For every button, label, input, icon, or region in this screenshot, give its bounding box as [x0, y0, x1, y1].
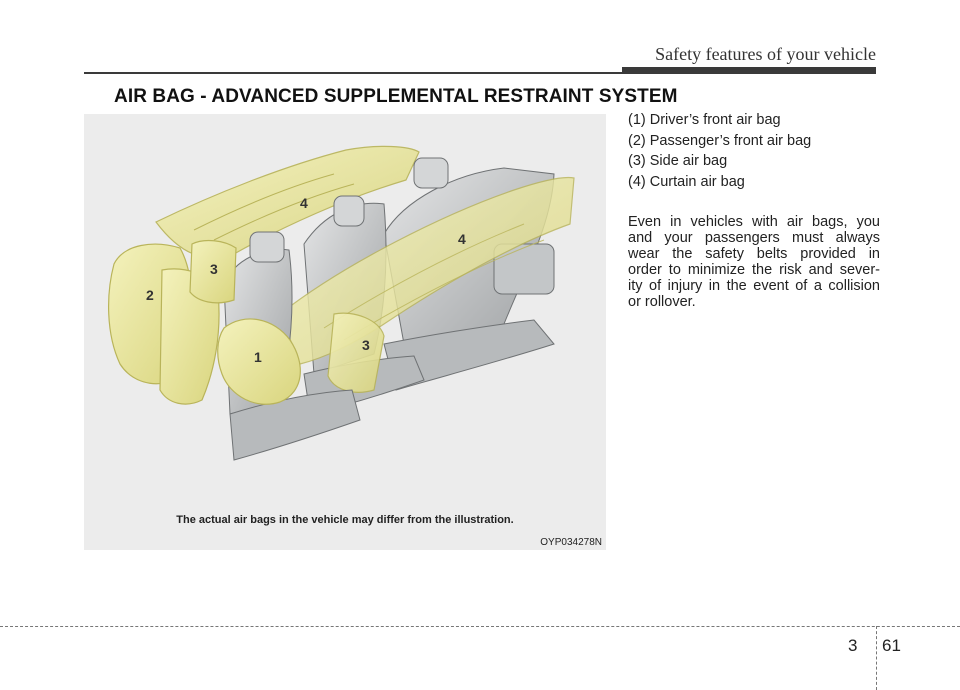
label-driver-airbag: 1 [254, 349, 262, 365]
airbag-illustration-drawing: 1 2 3 3 4 4 [108, 145, 575, 461]
section-title: AIR BAG - ADVANCED SUPPLEMENTAL RESTRAIN… [114, 86, 678, 107]
airbag-illustration: 1 2 3 3 4 4 The actual air bags in the v… [84, 114, 606, 550]
label-side-airbag-rear: 3 [362, 337, 370, 353]
label-passenger-airbag: 2 [146, 287, 154, 303]
label-curtain-airbag-rear: 4 [458, 231, 466, 247]
list-item: (1) Driver’s front air bag [628, 112, 781, 128]
chapter-number: 3 [848, 636, 858, 655]
driver-airbag [217, 318, 301, 405]
paragraph-line: ity of injury in the event of a collisio… [628, 278, 880, 294]
rear-seat-cushion [383, 319, 555, 391]
header-rule [84, 72, 876, 74]
side-airbag-front [189, 239, 237, 304]
footer-rule [0, 626, 960, 627]
side-airbag-rear [327, 312, 385, 393]
footer-divider [876, 626, 877, 690]
list-item: (4) Curtain air bag [628, 173, 745, 190]
paragraph-line: order to minimize the risk and sever- [628, 262, 880, 278]
header-rule-accent [622, 67, 876, 74]
safety-belt-paragraph: Even in vehicles with air bags, you and … [628, 214, 880, 310]
list-item: (2) Passenger’s front air bag [628, 132, 812, 149]
paragraph-line: Even in vehicles with air bags, you [628, 214, 880, 230]
figure-code: OYP034278N [540, 537, 602, 548]
paragraph-line: and your passengers must always [628, 230, 880, 246]
list-item: (3) Side air bag [628, 153, 728, 169]
label-curtain-airbag-front: 4 [300, 195, 308, 211]
label-side-airbag-front: 3 [210, 261, 218, 277]
figure-caption: The actual air bags in the vehicle may d… [176, 514, 514, 526]
paragraph-line: or rollover. [628, 294, 696, 310]
paragraph-line: wear the safety belts provided in [628, 246, 880, 262]
running-header: Safety features of your vehicle [655, 44, 876, 64]
airbag-list: (1) Driver’s front air bag (2) Passenger… [628, 110, 880, 192]
page-number: 61 [882, 636, 901, 655]
